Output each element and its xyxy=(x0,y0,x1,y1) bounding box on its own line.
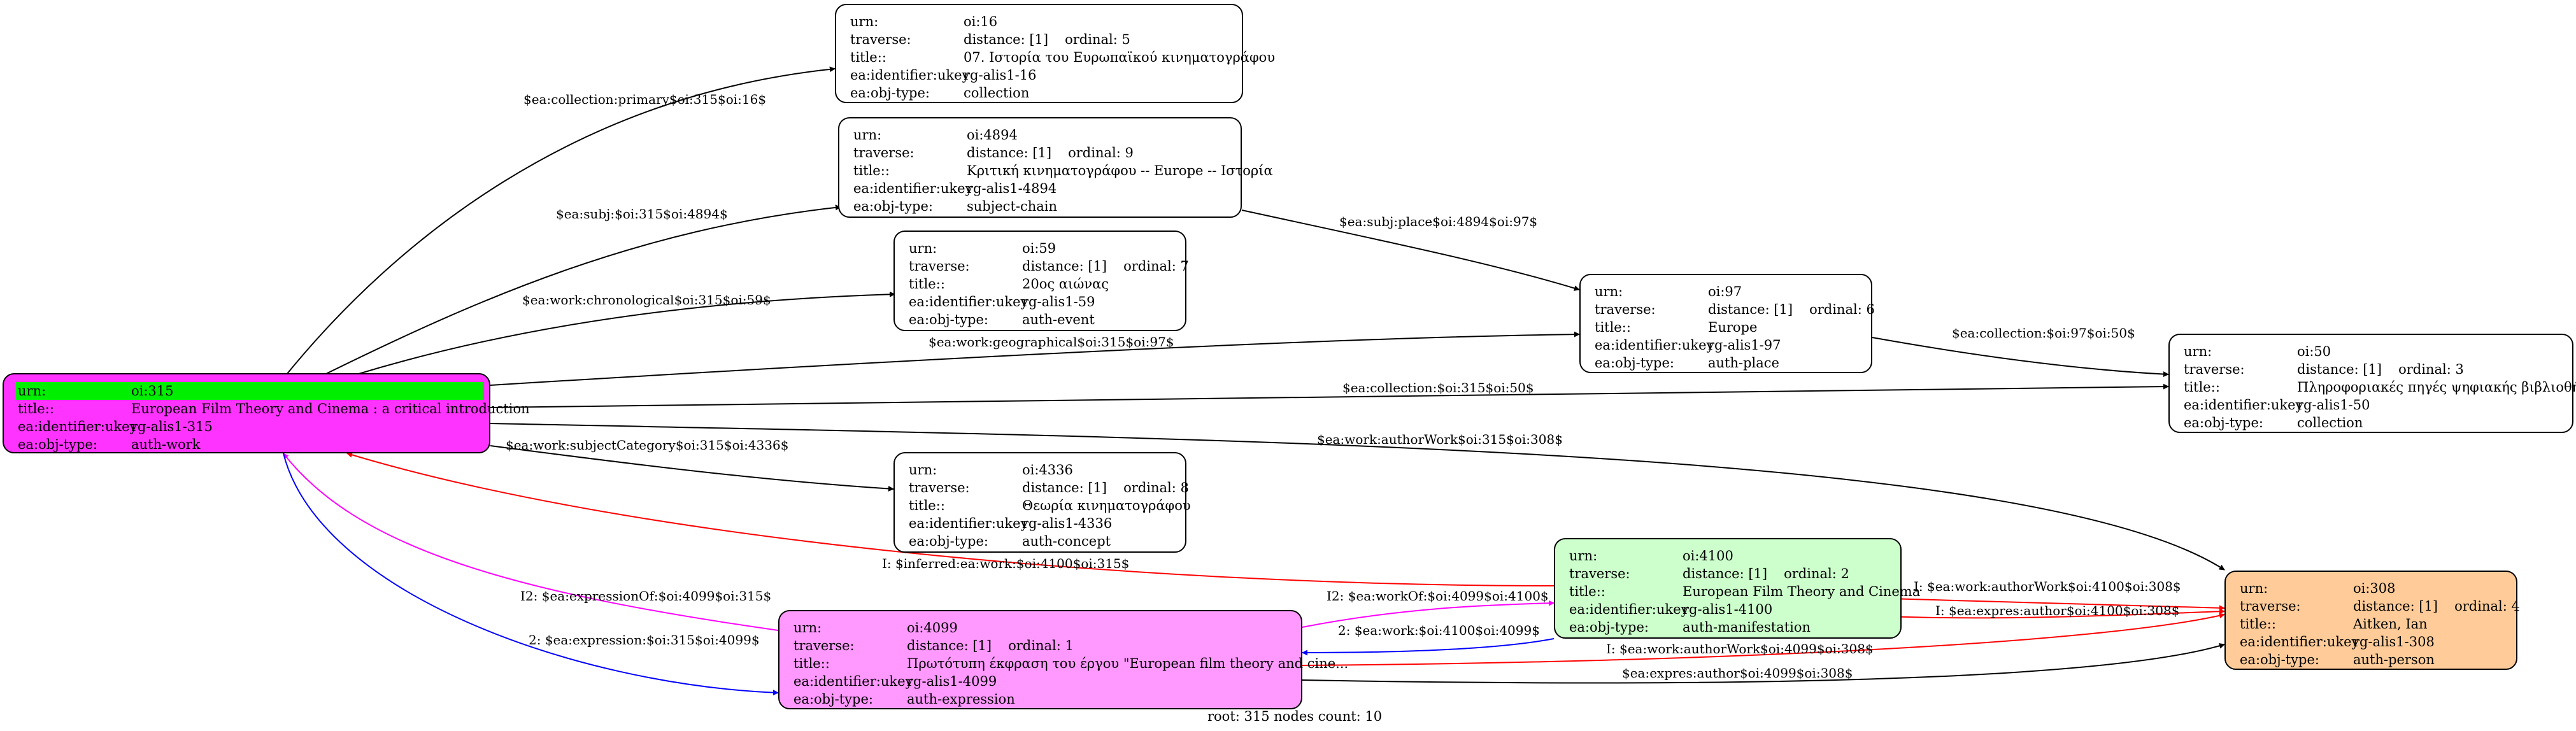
field-ukey: ea:identifier:ukeyrg-alis1-4894 xyxy=(853,181,1057,196)
field-traverse: traverse:distance: [1]ordinal: 8 xyxy=(909,480,1189,495)
edge-label-4: $ea:collection:$oi:315$oi:50$ xyxy=(1342,380,1534,395)
field-urn: urn:oi:4336 xyxy=(909,462,1073,478)
node-oi4894[interactable]: urn:oi:4894 traverse:distance: [1]ordina… xyxy=(838,117,1273,218)
field-title: title::Πληροφοριακές πηγές ψηφιακής βιβλ… xyxy=(2184,380,2576,395)
field-traverse: traverse:distance: [1]ordinal: 4 xyxy=(2240,599,2520,614)
field-title: title::Europe xyxy=(1595,320,1758,335)
field-title: title::European Film Theory and Cinema :… xyxy=(18,401,530,416)
edge-2 xyxy=(356,291,895,375)
node-oi16[interactable]: urn:oi:16 traverse:distance: [1]ordinal:… xyxy=(835,4,1276,103)
edge-0 xyxy=(286,66,836,375)
field-ukey: ea:identifier:ukeyrg-alis1-59 xyxy=(909,294,1095,309)
field-objtype: ea:obj-type:collection xyxy=(2184,415,2363,430)
edge-7 xyxy=(1241,209,1580,291)
edge-label-15: I: $ea:expres:author$oi:4100$oi:308$ xyxy=(1935,603,2179,618)
field-objtype: ea:obj-type:auth-work xyxy=(18,437,201,452)
field-urn: urn:oi:97 xyxy=(1595,284,1742,299)
edge-label-16: I: $ea:work:authorWork$oi:4099$oi:308$ xyxy=(1606,641,1874,656)
node-oi4099[interactable]: urn:oi:4099 traverse:distance: [1]ordina… xyxy=(778,610,1349,709)
field-title: title::Πρωτότυπη έκφραση του έργου "Euro… xyxy=(793,656,1349,671)
field-title: title::20ος αιώνας xyxy=(909,276,1109,292)
edge-label-17: $ea:expres:author$oi:4099$oi:308$ xyxy=(1622,665,1853,681)
edge-10 xyxy=(283,453,779,631)
field-urn: urn:oi:59 xyxy=(909,241,1057,256)
node-oi315-root[interactable]: urn:oi:315 title::European Film Theory a… xyxy=(3,373,530,453)
edge-label-10: I2: $ea:expressionOf:$oi:4099$oi:315$ xyxy=(520,588,771,604)
node-oi97[interactable]: urn:oi:97 traverse:distance: [1]ordinal:… xyxy=(1579,274,1875,373)
node-oi59[interactable]: urn:oi:59 traverse:distance: [1]ordinal:… xyxy=(893,231,1189,331)
edge-label-5: $ea:work:authorWork$oi:315$oi:308$ xyxy=(1317,432,1563,447)
field-traverse: traverse:distance: [1]ordinal: 2 xyxy=(1569,566,1849,581)
field-traverse: traverse:distance: [1]ordinal: 1 xyxy=(793,638,1074,653)
edge-label-14: I: $ea:work:authorWork$oi:4100$oi:308$ xyxy=(1914,579,2181,594)
node-oi4336[interactable]: urn:oi:4336 traverse:distance: [1]ordina… xyxy=(893,452,1191,553)
field-urn: urn:oi:50 xyxy=(2184,344,2331,359)
edge-label-0: $ea:collection:primary$oi:315$oi:16$ xyxy=(523,92,766,107)
field-ukey: ea:identifier:ukeyrg-alis1-4100 xyxy=(1569,602,1773,617)
edge-15 xyxy=(1888,608,2225,619)
edge-5 xyxy=(490,423,2225,571)
field-urn: urn:oi:315 xyxy=(15,382,483,400)
field-traverse: traverse:distance: [1]ordinal: 9 xyxy=(853,145,1134,160)
field-title: title::07. Ιστορία του Ευρωπαϊκού κινημα… xyxy=(850,50,1276,65)
edge-3 xyxy=(490,331,1580,386)
field-traverse: traverse:distance: [1]ordinal: 5 xyxy=(850,32,1130,47)
edge-label-3: $ea:work:geographical$oi:315$oi:97$ xyxy=(929,334,1174,350)
edge-12 xyxy=(1302,600,1555,628)
field-urn: urn:oi:4894 xyxy=(853,127,1018,143)
node-oi4100[interactable]: urn:oi:4100 traverse:distance: [1]ordina… xyxy=(1554,538,1921,639)
field-title: title::Θεωρία κινηματογράφου xyxy=(909,498,1191,513)
field-urn: urn:oi:4099 xyxy=(793,620,958,635)
edge-14 xyxy=(1888,598,2225,611)
field-objtype: ea:obj-type:collection xyxy=(850,85,1030,101)
field-title: title::Aitken, Ian xyxy=(2240,616,2428,632)
node-oi308[interactable]: urn:oi:308 traverse:distance: [1]ordinal… xyxy=(2224,571,2520,670)
field-ukey: ea:identifier:ukeyrg-alis1-4336 xyxy=(909,516,1113,531)
field-objtype: ea:obj-type:auth-person xyxy=(2240,652,2435,667)
edge-label-13: 2: $ea:work:$oi:4100$oi:4099$ xyxy=(1338,623,1540,638)
edge-17 xyxy=(1302,643,2225,684)
field-title: title::Κριτική κινηματογράφου -- Europe … xyxy=(853,163,1273,178)
field-ukey: ea:identifier:ukeyrg-alis1-16 xyxy=(850,67,1037,83)
edge-1 xyxy=(324,204,841,375)
field-urn: urn:oi:308 xyxy=(2240,581,2396,596)
field-ukey: ea:identifier:ukeyrg-alis1-315 xyxy=(18,419,213,434)
field-objtype: ea:obj-type:auth-expression xyxy=(793,692,1015,707)
edge-13 xyxy=(1302,638,1555,656)
edge-4 xyxy=(490,383,2169,408)
edge-label-12: I2: $ea:workOf:$oi:4099$oi:4100$ xyxy=(1327,588,1549,604)
field-urn: urn:oi:4100 xyxy=(1569,548,1733,564)
edge-label-7: $ea:subj:place$oi:4894$oi:97$ xyxy=(1339,214,1537,229)
graph-footer: root: 315 nodes count: 10 xyxy=(1207,709,1383,724)
field-traverse: traverse:distance: [1]ordinal: 3 xyxy=(2184,362,2464,377)
field-ukey: ea:identifier:ukeyrg-alis1-4099 xyxy=(793,674,997,689)
field-urn: urn:oi:16 xyxy=(850,14,998,29)
field-ukey: ea:identifier:ukeyrg-alis1-308 xyxy=(2240,634,2435,649)
field-traverse: traverse:distance: [1]ordinal: 7 xyxy=(909,259,1189,274)
field-title: title::European Film Theory and Cinema xyxy=(1569,584,1921,599)
edge-label-2: $ea:work:chronological$oi:315$oi:59$ xyxy=(522,292,771,308)
field-traverse: traverse:distance: [1]ordinal: 6 xyxy=(1595,302,1875,317)
edge-11 xyxy=(283,453,779,696)
field-ukey: ea:identifier:ukeyrg-alis1-50 xyxy=(2184,397,2370,413)
edge-label-6: $ea:work:subjectCategory$oi:315$oi:4336$ xyxy=(506,437,788,453)
edge-8 xyxy=(1872,337,2169,378)
field-ukey: ea:identifier:ukeyrg-alis1-97 xyxy=(1595,337,1781,353)
edge-16 xyxy=(1302,613,2225,666)
edge-label-11: 2: $ea:expression:$oi:315$oi:4099$ xyxy=(529,632,760,648)
edge-6 xyxy=(490,445,894,492)
edge-label-1: $ea:subj:$oi:315$oi:4894$ xyxy=(556,206,728,222)
edge-label-9: I: $inferred:ea:work:$oi:4100$oi:315$ xyxy=(882,556,1129,571)
edge-label-8: $ea:collection:$oi:97$oi:50$ xyxy=(1952,325,2135,341)
field-objtype: ea:obj-type:auth-concept xyxy=(909,534,1111,549)
node-oi50[interactable]: urn:oi:50 traverse:distance: [1]ordinal:… xyxy=(2168,334,2576,433)
field-objtype: ea:obj-type:auth-event xyxy=(909,312,1095,327)
field-objtype: ea:obj-type:auth-manifestation xyxy=(1569,620,1811,635)
field-objtype: ea:obj-type:subject-chain xyxy=(853,199,1058,214)
field-objtype: ea:obj-type:auth-place xyxy=(1595,355,1779,371)
